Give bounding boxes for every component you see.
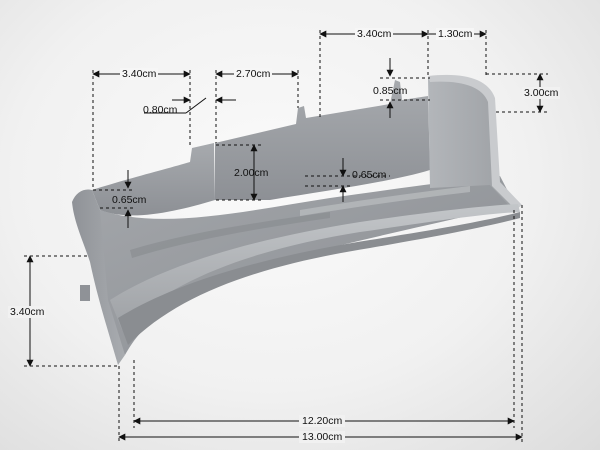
label-overall-length: 13.00cm xyxy=(299,431,346,443)
label-right-height: 3.00cm xyxy=(522,87,561,99)
tray-front-edge xyxy=(118,212,520,345)
tray-left-clip xyxy=(80,285,90,301)
tray-right-rim xyxy=(428,74,522,210)
label-mid-shoulder: 0.65cm xyxy=(352,169,387,181)
label-top-left-width: 3.40cm xyxy=(120,68,159,80)
label-top-right-tab: 1.30cm xyxy=(436,28,475,40)
tray-back-wall xyxy=(92,143,215,216)
label-left-height: 3.40cm xyxy=(8,306,47,318)
label-right-notch-depth: 0.85cm xyxy=(373,85,408,97)
tray-back-wall-center xyxy=(215,80,430,200)
tray-inner-shadow xyxy=(130,212,330,258)
label-left-tab-height: 2.00cm xyxy=(234,167,269,179)
label-top-right-width: 3.40cm xyxy=(355,28,394,40)
plastic-tray-part xyxy=(72,74,522,365)
tray-front-lip xyxy=(110,204,520,330)
label-left-shoulder: 0.65cm xyxy=(112,194,147,206)
tray-left-wall xyxy=(72,189,125,365)
label-inner-length: 12.20cm xyxy=(299,415,346,427)
tray-inner-highlight xyxy=(300,186,470,216)
tray-right-wall xyxy=(428,76,520,212)
dim-leader xyxy=(185,97,207,114)
label-thin-gap: 0.80cm xyxy=(143,104,178,116)
label-top-notch-width: 2.70cm xyxy=(234,68,273,80)
